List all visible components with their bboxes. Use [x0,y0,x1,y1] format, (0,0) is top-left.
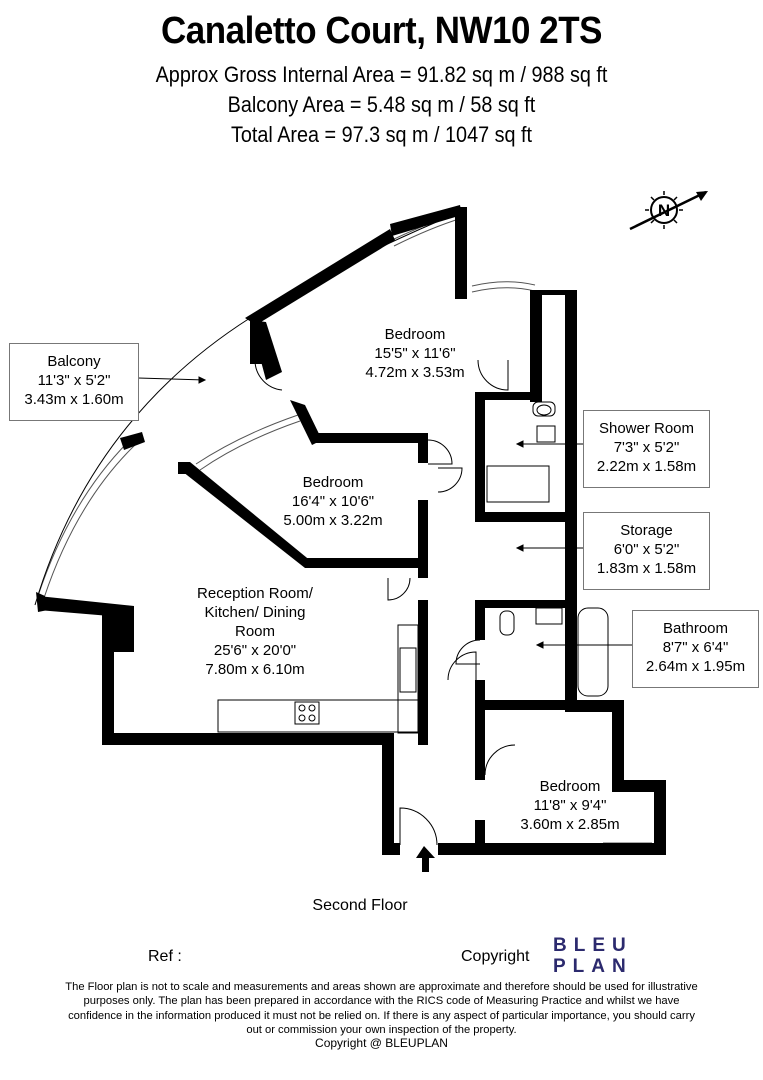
disclaimer-text: The Floor plan is not to scale and measu… [65,981,698,1037]
bedroom-2-label: Bedroom 16'4" x 10'6" 5.00m x 3.22m [258,473,408,530]
gross-area-text: Approx Gross Internal Area = 91.82 sq m … [155,62,608,87]
reception-name-line1: Reception Room/ [197,585,313,602]
bathroom-label: Bathroom 8'7" x 6'4" 2.64m x 1.95m [632,610,759,688]
reception-metric: 7.80m x 6.10m [205,661,305,678]
page-title: Canaletto Court, NW10 2TS [160,10,603,52]
bedroom-1-metric: 4.72m x 3.53m [365,364,465,381]
shower-room-label: Shower Room 7'3" x 5'2" 2.22m x 1.58m [583,410,710,488]
bedroom-1-name: Bedroom [384,326,446,343]
balcony-metric: 3.43m x 1.60m [24,391,124,408]
bedroom-2-name: Bedroom [302,474,364,491]
ref-label: Ref : [148,948,182,965]
fixtures [217,401,609,734]
balcony-label: Balcony 11'3" x 5'2" 3.43m x 1.60m [9,343,139,421]
bedroom-1-label: Bedroom 15'5" x 11'6" 4.72m x 3.53m [340,325,490,382]
svg-text:N: N [658,201,670,220]
reception-label: Reception Room/ Kitchen/ Dining Room 25'… [175,584,335,679]
copyright-footer: Copyright @ BLEUPLAN [315,1036,448,1050]
storage-label: Storage 6'0" x 5'2" 1.83m x 1.58m [583,512,710,590]
bedroom-2-metric: 5.00m x 3.22m [283,512,383,529]
bedroom-3-imperial: 11'8" x 9'4" [533,797,607,814]
reception-name-line2: Kitchen/ Dining [204,604,306,621]
bedroom-3-metric: 3.60m x 2.85m [520,816,620,833]
shower-room-name: Shower Room [598,420,695,437]
balcony-name: Balcony [47,353,101,370]
shower-room-imperial: 7'3" x 5'2" [613,439,680,456]
bedroom-3-name: Bedroom [539,778,601,795]
bathroom-imperial: 8'7" x 6'4" [662,639,729,656]
floor-label: Second Floor [312,897,408,914]
reception-name-line3: Room [234,623,275,640]
doors [254,359,516,846]
balcony-area-text: Balcony Area = 5.48 sq m / 58 sq ft [227,92,536,117]
bedroom-1-imperial: 15'5" x 11'6" [374,345,456,362]
leader-lines [137,376,632,649]
storage-metric: 1.83m x 1.58m [596,560,697,577]
reception-imperial: 25'6" x 20'0" [213,642,297,659]
bedroom-3-label: Bedroom 11'8" x 9'4" 3.60m x 2.85m [495,777,645,834]
total-area-text: Total Area = 97.3 sq m / 1047 sq ft [230,122,533,147]
bedroom-2-imperial: 16'4" x 10'6" [291,493,375,510]
shower-room-metric: 2.22m x 1.58m [596,458,697,475]
compass-icon: N [629,190,708,231]
walls [36,205,666,855]
copyright-label: Copyright [461,948,530,965]
logo-line1: BLEU [553,935,633,956]
logo-line2: PLAN [553,956,633,977]
entrance-arrow-icon [416,846,435,872]
window-arcs [37,211,652,849]
storage-imperial: 6'0" x 5'2" [613,541,680,558]
bathroom-metric: 2.64m x 1.95m [645,658,746,675]
balcony-imperial: 11'3" x 5'2" [37,372,111,389]
storage-name: Storage [620,522,673,539]
bathroom-name: Bathroom [662,620,729,637]
bleuplan-logo: BLEU PLAN [553,935,633,977]
